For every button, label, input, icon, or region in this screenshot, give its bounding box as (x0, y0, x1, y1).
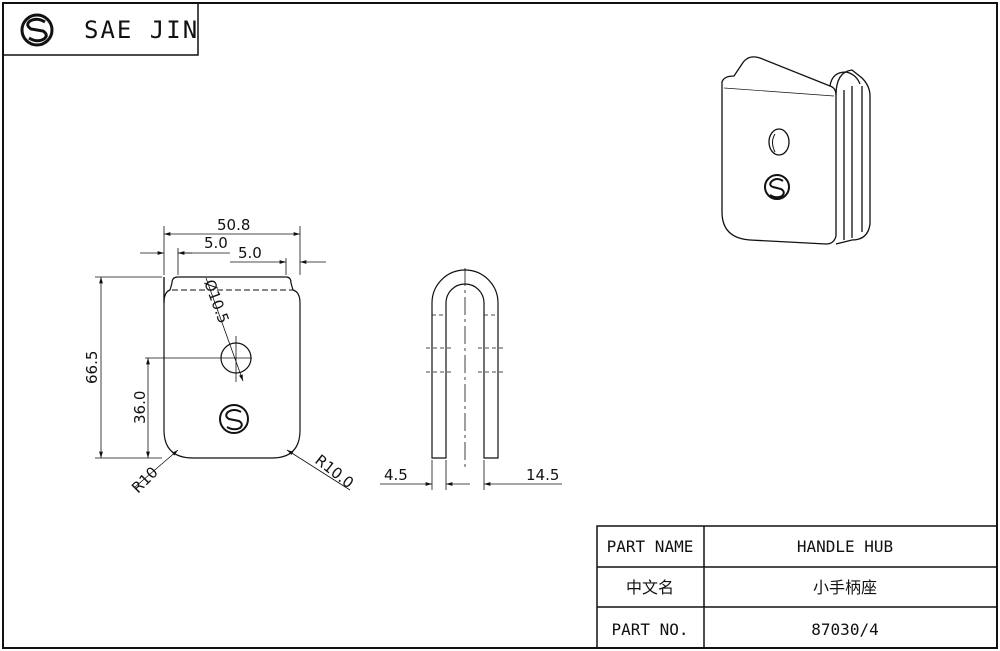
title-value-chinese-name: 小手柄座 (813, 578, 877, 597)
dim-height: 66.5 (83, 351, 101, 384)
title-label-chinese-name: 中文名 (626, 578, 674, 597)
title-block: PART NAME HANDLE HUB 中文名 小手柄座 PART NO. 8… (596, 525, 998, 649)
front-view (145, 276, 301, 459)
title-label-part-no: PART NO. (611, 620, 688, 639)
title-label-part-name: PART NAME (607, 537, 694, 556)
isometric-view (721, 56, 871, 245)
dim-right-offset: 5.0 (238, 244, 262, 262)
dim-thickness: 4.5 (384, 466, 408, 484)
brand-header: SAE JIN (2, 2, 199, 56)
side-view-dimensions (380, 460, 562, 490)
iso-mounting-hole (768, 128, 790, 156)
dim-overall-width: 50.8 (217, 216, 250, 234)
front-view-dimensions (95, 226, 351, 491)
front-view-outline (163, 276, 301, 459)
dim-hole-diameter: Ø10.5 (200, 277, 232, 326)
title-value-part-no: 87030/4 (811, 620, 878, 639)
dim-radius-right: R10.0 (312, 451, 358, 492)
side-view-outer (431, 269, 499, 459)
dim-side-width: 14.5 (526, 466, 559, 484)
dim-hole-height: 36.0 (131, 391, 149, 424)
iso-logo-icon (764, 174, 790, 200)
side-view (426, 268, 504, 470)
title-value-part-name: HANDLE HUB (797, 537, 893, 556)
emboss-logo-icon (219, 404, 249, 434)
brand-name: SAE JIN (84, 16, 199, 44)
dim-left-offset: 5.0 (204, 234, 228, 252)
saejin-logo-icon (20, 13, 54, 47)
